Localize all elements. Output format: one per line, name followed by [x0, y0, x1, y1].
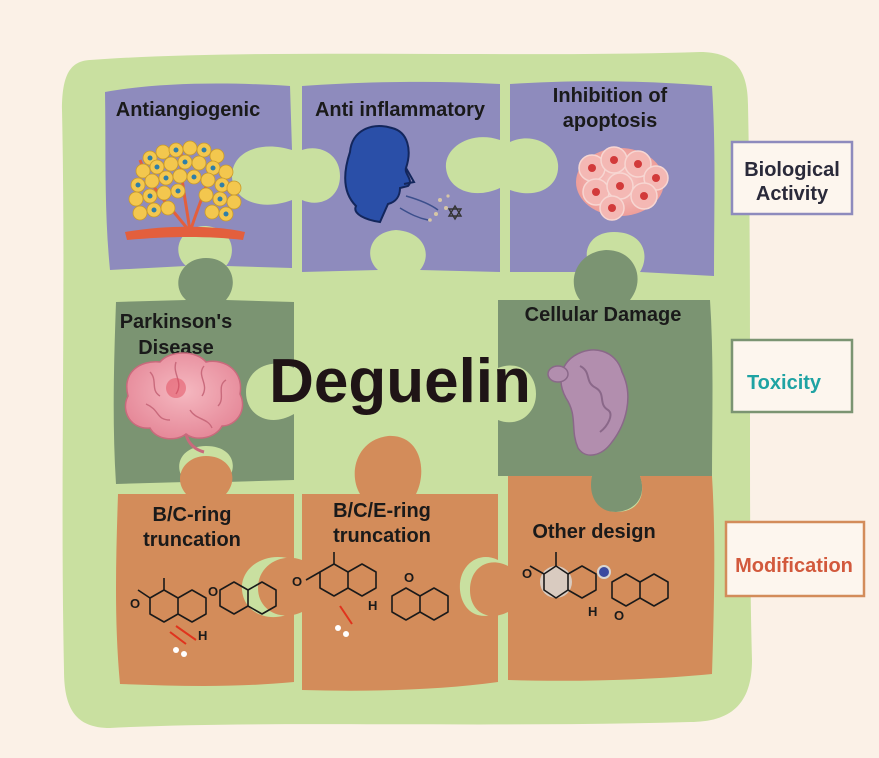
other-ome-label: O [522, 566, 532, 581]
label-cellular-damage: Cellular Damage [525, 304, 682, 326]
bce-o-label: O [404, 570, 414, 585]
label-bce-line1: B/C/E-ring [333, 500, 431, 522]
biological-activity-box: Biological Activity [730, 140, 854, 216]
other-h-label: H [588, 604, 597, 619]
piece-other-design [470, 476, 715, 681]
bc-ring-structure: O O H [130, 578, 277, 657]
label-other-design: Other design [532, 521, 655, 543]
biological-label-line1: Biological [744, 159, 840, 181]
piece-bce-ring-truncation [258, 435, 498, 691]
apoptosis-cells-illustration [576, 146, 669, 221]
label-parkinsons-line1: Parkinson's [120, 311, 233, 333]
modification-label: Modification [735, 555, 853, 577]
bc-o-label: O [208, 584, 218, 599]
tumor-cells-illustration [125, 140, 245, 240]
label-antiangiogenic: Antiangiogenic [116, 99, 260, 121]
label-anti-inflammatory: Anti inflammatory [315, 99, 486, 121]
mitochondrion-illustration [547, 349, 629, 456]
label-parkinsons-line2: Disease [138, 337, 214, 359]
modification-box: Modification [724, 520, 866, 598]
label-bce-line2: truncation [333, 525, 431, 547]
toxicity-box: Toxicity [730, 338, 854, 414]
bc-h-label: H [198, 628, 207, 643]
other-o-label: O [614, 608, 624, 623]
biological-label-line2: Activity [756, 183, 829, 205]
brain-illustration [124, 352, 244, 454]
center-title-deguelin: Deguelin [269, 347, 531, 416]
piece-bc-ring-truncation [116, 456, 294, 686]
label-inhibition-line1: Inhibition of [553, 85, 668, 107]
bc-ome-label: O [130, 596, 140, 611]
other-design-structure: O O H [522, 552, 669, 623]
bce-h-label: H [368, 598, 377, 613]
bce-ome-label: O [292, 574, 302, 589]
label-bc-line1: B/C-ring [153, 504, 232, 526]
label-bc-line2: truncation [143, 529, 241, 551]
head-profile-illustration [344, 125, 463, 224]
toxicity-label: Toxicity [747, 372, 822, 394]
label-inhibition-line2: apoptosis [563, 110, 657, 132]
bce-ring-structure: O O H [292, 552, 449, 637]
